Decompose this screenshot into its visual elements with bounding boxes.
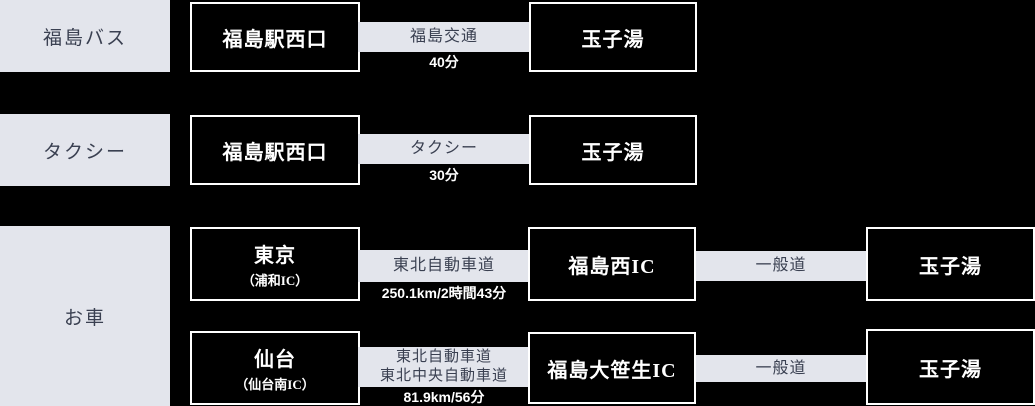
transit-bar-local-road: 一般道: [696, 355, 866, 382]
transit-name-line2: 東北中央自動車道: [379, 368, 508, 384]
row-label-taxi: タクシー: [0, 114, 170, 186]
station-node-fukushima-station-west: 福島駅西口: [190, 2, 360, 72]
station-node-fukushima-station-west: 福島駅西口: [190, 115, 360, 185]
duration-label-taxi: 30分: [429, 167, 459, 183]
transit-name: 一般道: [755, 257, 807, 274]
interchange-detail: （浦和IC）: [241, 273, 309, 288]
station-name: 福島西IC: [568, 255, 656, 278]
transit-name: 東北自動車道: [392, 257, 495, 274]
interchange-node-fukushima-ozaso-ic: 福島大笹生IC: [528, 332, 696, 404]
destination-node-tamagoyu: 玉子湯: [529, 115, 697, 185]
station-name: 玉子湯: [581, 28, 645, 51]
origin-node-sendai: 仙台 （仙台南IC）: [190, 331, 360, 405]
transit-name-line1: 東北自動車道: [395, 349, 492, 366]
transit-bar-tohoku-expressway: 東北自動車道: [358, 250, 530, 282]
transit-bar-tohoku-chuo-expressway: 東北自動車道 東北中央自動車道: [358, 347, 530, 387]
transit-bar-local-road: 一般道: [696, 251, 866, 281]
transit-name: 福島交通: [409, 28, 478, 45]
station-name: 福島大笹生IC: [547, 359, 677, 382]
transit-bar-fukushima-kotsu: 福島交通: [358, 22, 530, 52]
row-label-car: お車: [0, 226, 170, 406]
destination-node-tamagoyu: 玉子湯: [866, 329, 1035, 405]
interchange-node-fukushima-nishi-ic: 福島西IC: [528, 227, 696, 301]
duration-label-sendai-route: 81.9km/56分: [403, 389, 485, 405]
row-label-fukushima-bus: 福島バス: [0, 0, 170, 72]
station-name: 玉子湯: [581, 141, 645, 164]
station-name: 玉子湯: [919, 255, 982, 278]
duration-label-tokyo-route: 250.1km/2時間43分: [381, 285, 507, 301]
destination-node-tamagoyu: 玉子湯: [866, 227, 1035, 301]
station-name: 東京: [254, 245, 296, 267]
transit-bar-taxi: タクシー: [358, 134, 530, 164]
interchange-detail: （仙台南IC）: [235, 377, 315, 392]
station-name: 仙台: [254, 349, 296, 371]
transit-name: タクシー: [409, 140, 478, 157]
destination-node-tamagoyu: 玉子湯: [529, 2, 697, 72]
transit-name: 一般道: [755, 359, 807, 377]
station-name: 玉子湯: [919, 358, 982, 381]
duration-label-bus: 40分: [429, 54, 459, 70]
station-name: 福島駅西口: [222, 28, 328, 51]
origin-node-tokyo: 東京 （浦和IC）: [190, 227, 360, 301]
station-name: 福島駅西口: [222, 141, 328, 164]
